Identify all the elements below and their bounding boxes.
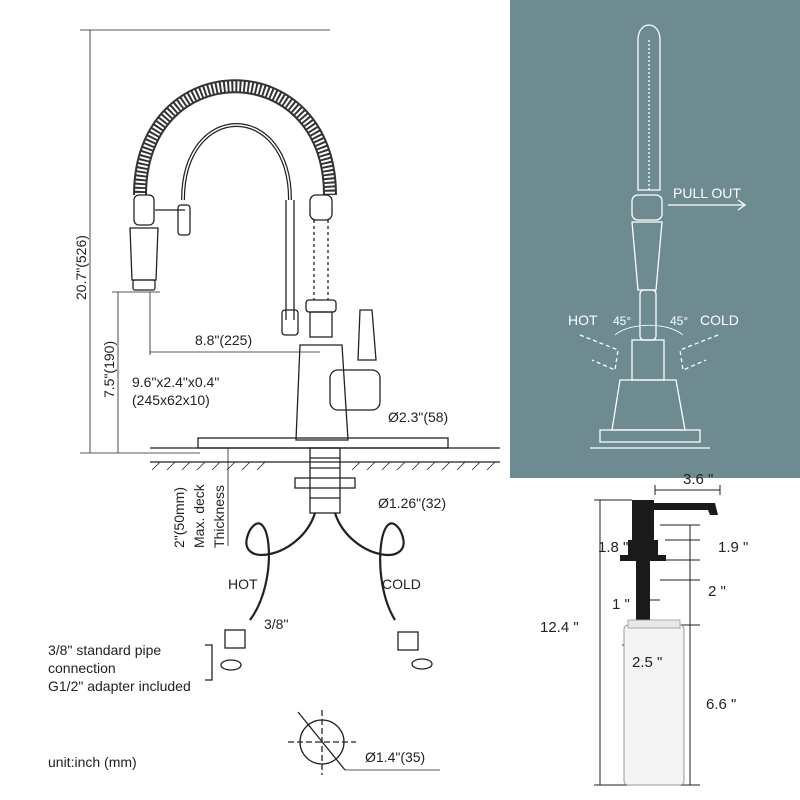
cold-label: COLD — [382, 576, 421, 592]
soap-dispenser-body — [620, 500, 718, 786]
spout-height-label: 7.5"(190) — [101, 340, 117, 398]
spout-length-label: 3.6 " — [683, 471, 714, 488]
neck-height-label: 1.9 " — [718, 539, 749, 556]
total-height-label: 12.4 " — [540, 619, 579, 636]
handle-hot-label: HOT — [568, 312, 598, 328]
hose-size-label: 3/8" — [264, 616, 289, 632]
hole-diameter-label: Ø1.4"(35) — [365, 749, 426, 765]
pipe-note-line-2: connection — [48, 660, 116, 676]
pull-out-label: PULL OUT — [673, 185, 741, 201]
shank-diameter-label: Ø1.26"(32) — [378, 495, 447, 511]
cold-angle-label: 45° — [670, 314, 689, 328]
reach-label: 8.8"(225) — [195, 332, 253, 348]
handle-rotation-panel — [510, 0, 800, 478]
base-diameter-label: Ø2.3"(58) — [388, 409, 449, 425]
faucet-dimension-panel — [0, 0, 510, 800]
faucet-height-label: 20.7"(526) — [73, 235, 89, 300]
cap-height-label: 1.8 " — [598, 539, 629, 556]
unit-label: unit:inch (mm) — [48, 754, 137, 770]
deck-thickness-label-1: Max. deck — [191, 484, 207, 548]
deck-thickness-label-2: Thickness — [211, 484, 227, 548]
bottle-height-label: 6.6 " — [706, 696, 737, 713]
hot-label: HOT — [228, 576, 258, 592]
deck-plate-mm-label: (245x62x10) — [132, 392, 210, 408]
hot-angle-label: 45° — [613, 314, 632, 328]
faucet-drawing — [80, 29, 500, 775]
handle-cold-label: COLD — [700, 312, 739, 328]
bottle-diameter-label: 2.5 " — [632, 654, 663, 671]
deck-plate-label: 9.6"x2.4"x0.4" — [132, 374, 220, 390]
pipe-note-line-3: G1/2" adapter included — [48, 678, 191, 694]
handle-rotation-drawing — [579, 24, 747, 449]
tube-diameter-label: 1 " — [612, 596, 630, 613]
thread-height-label: 2 " — [708, 583, 726, 600]
deck-thickness-value: 2"(50mm) — [171, 487, 187, 548]
pipe-note-line-1: 3/8" standard pipe — [48, 642, 162, 658]
